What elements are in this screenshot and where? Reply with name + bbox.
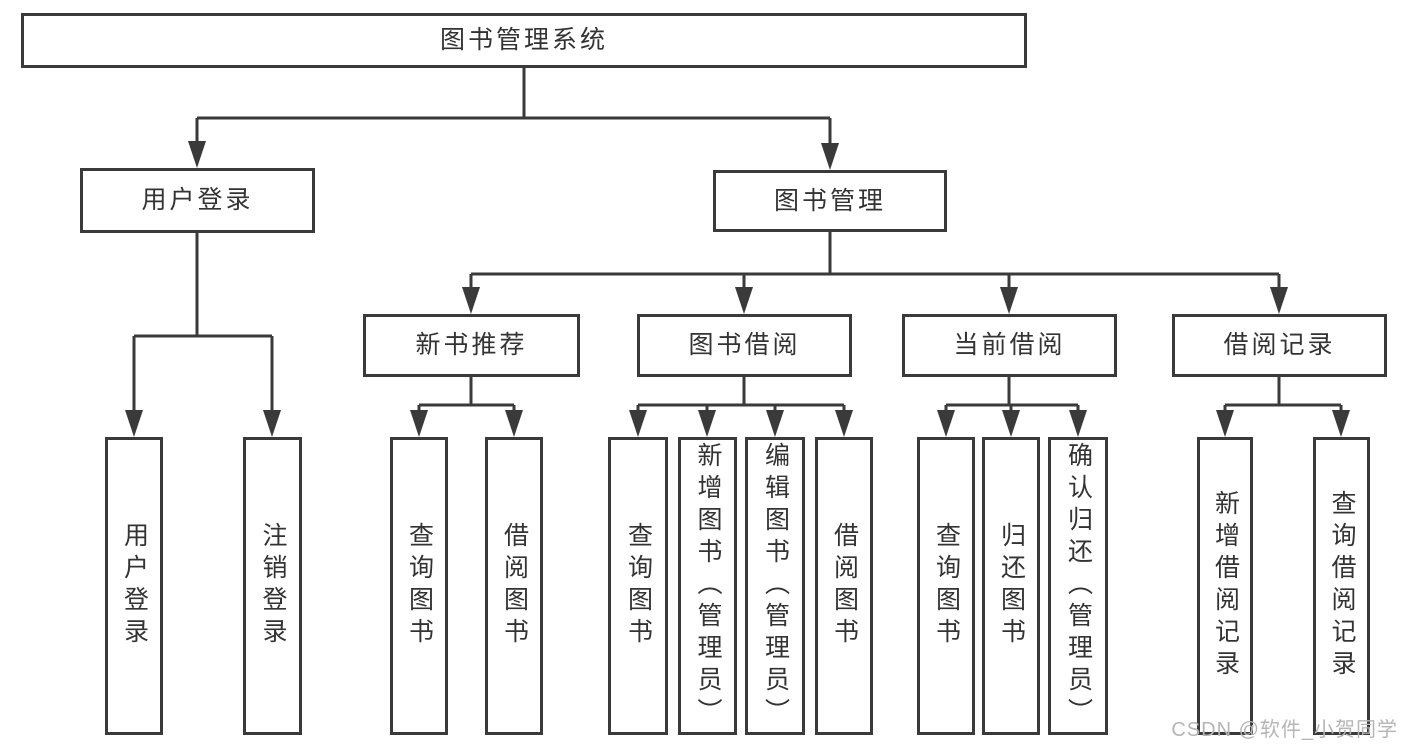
leaf-query-books-recommend: 查询图书 <box>390 437 448 735</box>
leaf-query-books-borrow: 查询图书 <box>608 437 668 735</box>
leaf-query-borrow-record-label: 查询借阅记录 <box>1328 490 1356 682</box>
node-book-management-label: 图书管理 <box>773 186 886 215</box>
leaf-add-borrow-record-label: 新增借阅记录 <box>1211 490 1240 682</box>
node-user-login-label: 用户登录 <box>141 186 254 214</box>
leaf-user-login-label: 用户登录 <box>120 522 149 650</box>
leaf-borrow-books-recommend-label: 借阅图书 <box>500 522 529 650</box>
node-book-borrow: 图书借阅 <box>637 314 852 377</box>
leaf-confirm-return-admin-label: 确认归还（管理员） <box>1064 442 1093 730</box>
leaf-query-books-recommend-label: 查询图书 <box>405 522 434 650</box>
leaf-edit-books-admin: 编辑图书（管理员） <box>745 437 805 735</box>
leaf-add-borrow-record: 新增借阅记录 <box>1197 437 1253 735</box>
node-root: 图书管理系统 <box>21 13 1027 68</box>
leaf-query-books-current: 查询图书 <box>917 437 975 735</box>
leaf-edit-books-admin-label: 编辑图书（管理员） <box>761 442 790 730</box>
node-current-borrow-label: 当前借阅 <box>953 331 1066 359</box>
leaf-logout: 注销登录 <box>243 437 302 735</box>
leaf-add-books-admin-label: 新增图书（管理员） <box>694 442 722 730</box>
leaf-user-login: 用户登录 <box>105 437 163 735</box>
leaf-borrow-books-recommend: 借阅图书 <box>485 437 543 735</box>
leaf-query-books-current-label: 查询图书 <box>932 522 961 650</box>
node-current-borrow: 当前借阅 <box>902 314 1117 377</box>
node-borrow-records-label: 借阅记录 <box>1223 331 1336 359</box>
leaf-query-books-borrow-label: 查询图书 <box>624 522 653 650</box>
leaf-query-borrow-record: 查询借阅记录 <box>1313 437 1370 735</box>
leaf-borrow-books: 借阅图书 <box>815 437 873 735</box>
node-book-management: 图书管理 <box>713 170 947 232</box>
node-book-borrow-label: 图书借阅 <box>688 331 801 359</box>
node-root-label: 图书管理系统 <box>439 26 608 54</box>
leaf-confirm-return-admin: 确认归还（管理员） <box>1048 437 1108 735</box>
leaf-borrow-books-label: 借阅图书 <box>830 522 859 650</box>
leaf-return-books: 归还图书 <box>982 437 1040 735</box>
node-new-book-recommend: 新书推荐 <box>363 314 580 377</box>
node-new-book-recommend-label: 新书推荐 <box>415 331 528 359</box>
csdn-watermark: CSDN @软件_小贺同学 <box>1171 719 1398 741</box>
leaf-return-books-label: 归还图书 <box>997 522 1026 650</box>
node-user-login: 用户登录 <box>80 168 315 233</box>
node-borrow-records: 借阅记录 <box>1172 314 1387 377</box>
leaf-logout-label: 注销登录 <box>259 522 287 650</box>
leaf-add-books-admin: 新增图书（管理员） <box>678 437 737 735</box>
